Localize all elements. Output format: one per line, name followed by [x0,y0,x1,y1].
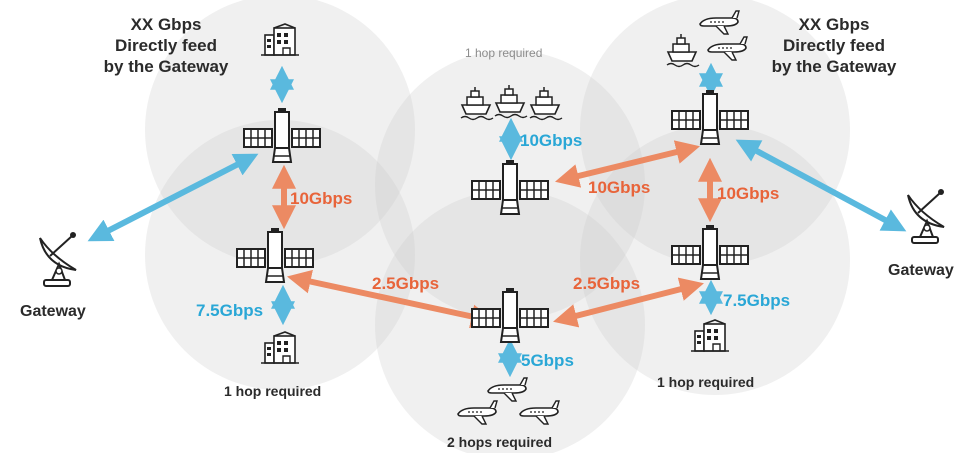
link-label-bottom-center-feed: 5Gbps [521,351,574,370]
top-left-title: XX Gbps Directly feed by the Gateway [96,14,236,77]
hop-label-bottom-center: 2 hops required [447,434,553,450]
hop-label-top-center: 1 hop required [465,46,543,60]
link-label-bottom-right-feed: 7.5Gbps [723,291,791,310]
satellite-dish-icon [39,231,77,287]
title-line: Directly feed [782,36,886,55]
link-label-left-vertical: 10Gbps [290,189,353,208]
isl-top-diagonal [555,140,700,188]
feeder-links [87,62,907,378]
hop-label-bottom-left: 1 hop required [224,383,322,399]
satellite-dish-icon [907,188,945,244]
link-label-left-mid: 2.5Gbps [372,274,440,293]
title-line: Directly feed [114,36,218,55]
hop-label-bottom-right: 1 hop required [657,374,755,390]
top-right-title: XX Gbps Directly feed by the Gateway [759,14,909,77]
link-label-right-mid: 2.5Gbps [573,274,641,293]
link-label-center-top: 10Gbps [520,131,583,150]
link-label-right-vertical: 10Gbps [717,184,780,203]
inter-satellite-links [272,140,722,329]
title-line: XX Gbps [798,15,870,34]
isl-left-diagonal [286,269,496,329]
link-label-bottom-left-feed: 7.5Gbps [196,301,264,320]
title-line: XX Gbps [130,15,202,34]
title-line: by the Gateway [771,57,897,76]
title-line: by the Gateway [103,57,229,76]
gateway-left-label: Gateway [20,303,86,320]
isl-right-diagonal [553,277,704,328]
link-label-right-diagonal: 10Gbps [588,178,651,197]
feeder-right-gateway [735,139,907,232]
feeder-left-gateway [87,153,259,242]
gateway-right-label: Gateway [888,262,954,279]
